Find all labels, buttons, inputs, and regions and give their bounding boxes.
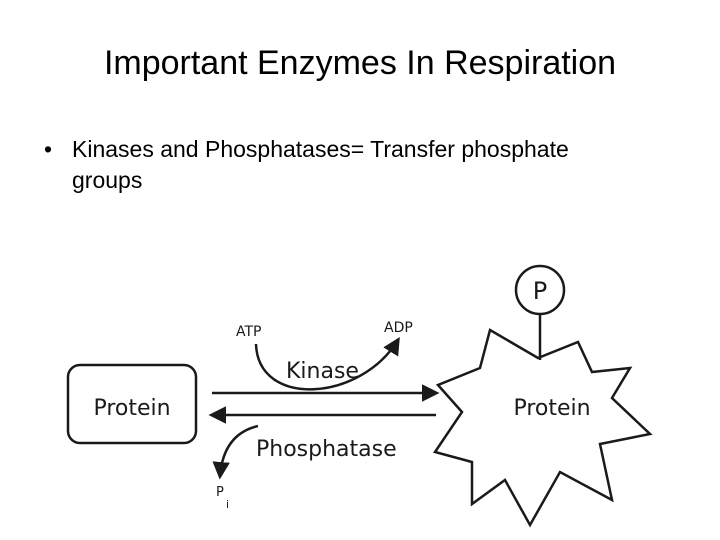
adp-label: ADP [384,320,413,336]
pi-release-curve [220,426,258,476]
pi-label: P [216,485,224,500]
phosphatase-label: Phosphatase [256,437,397,462]
atp-label: ATP [236,324,261,340]
kinase-label: Kinase [286,359,359,384]
protein-star-right [435,330,650,525]
pi-subscript: i [226,498,229,511]
protein-label-right: Protein [513,396,590,421]
phosphate-label: P [533,277,547,305]
protein-label-left: Protein [93,396,170,421]
